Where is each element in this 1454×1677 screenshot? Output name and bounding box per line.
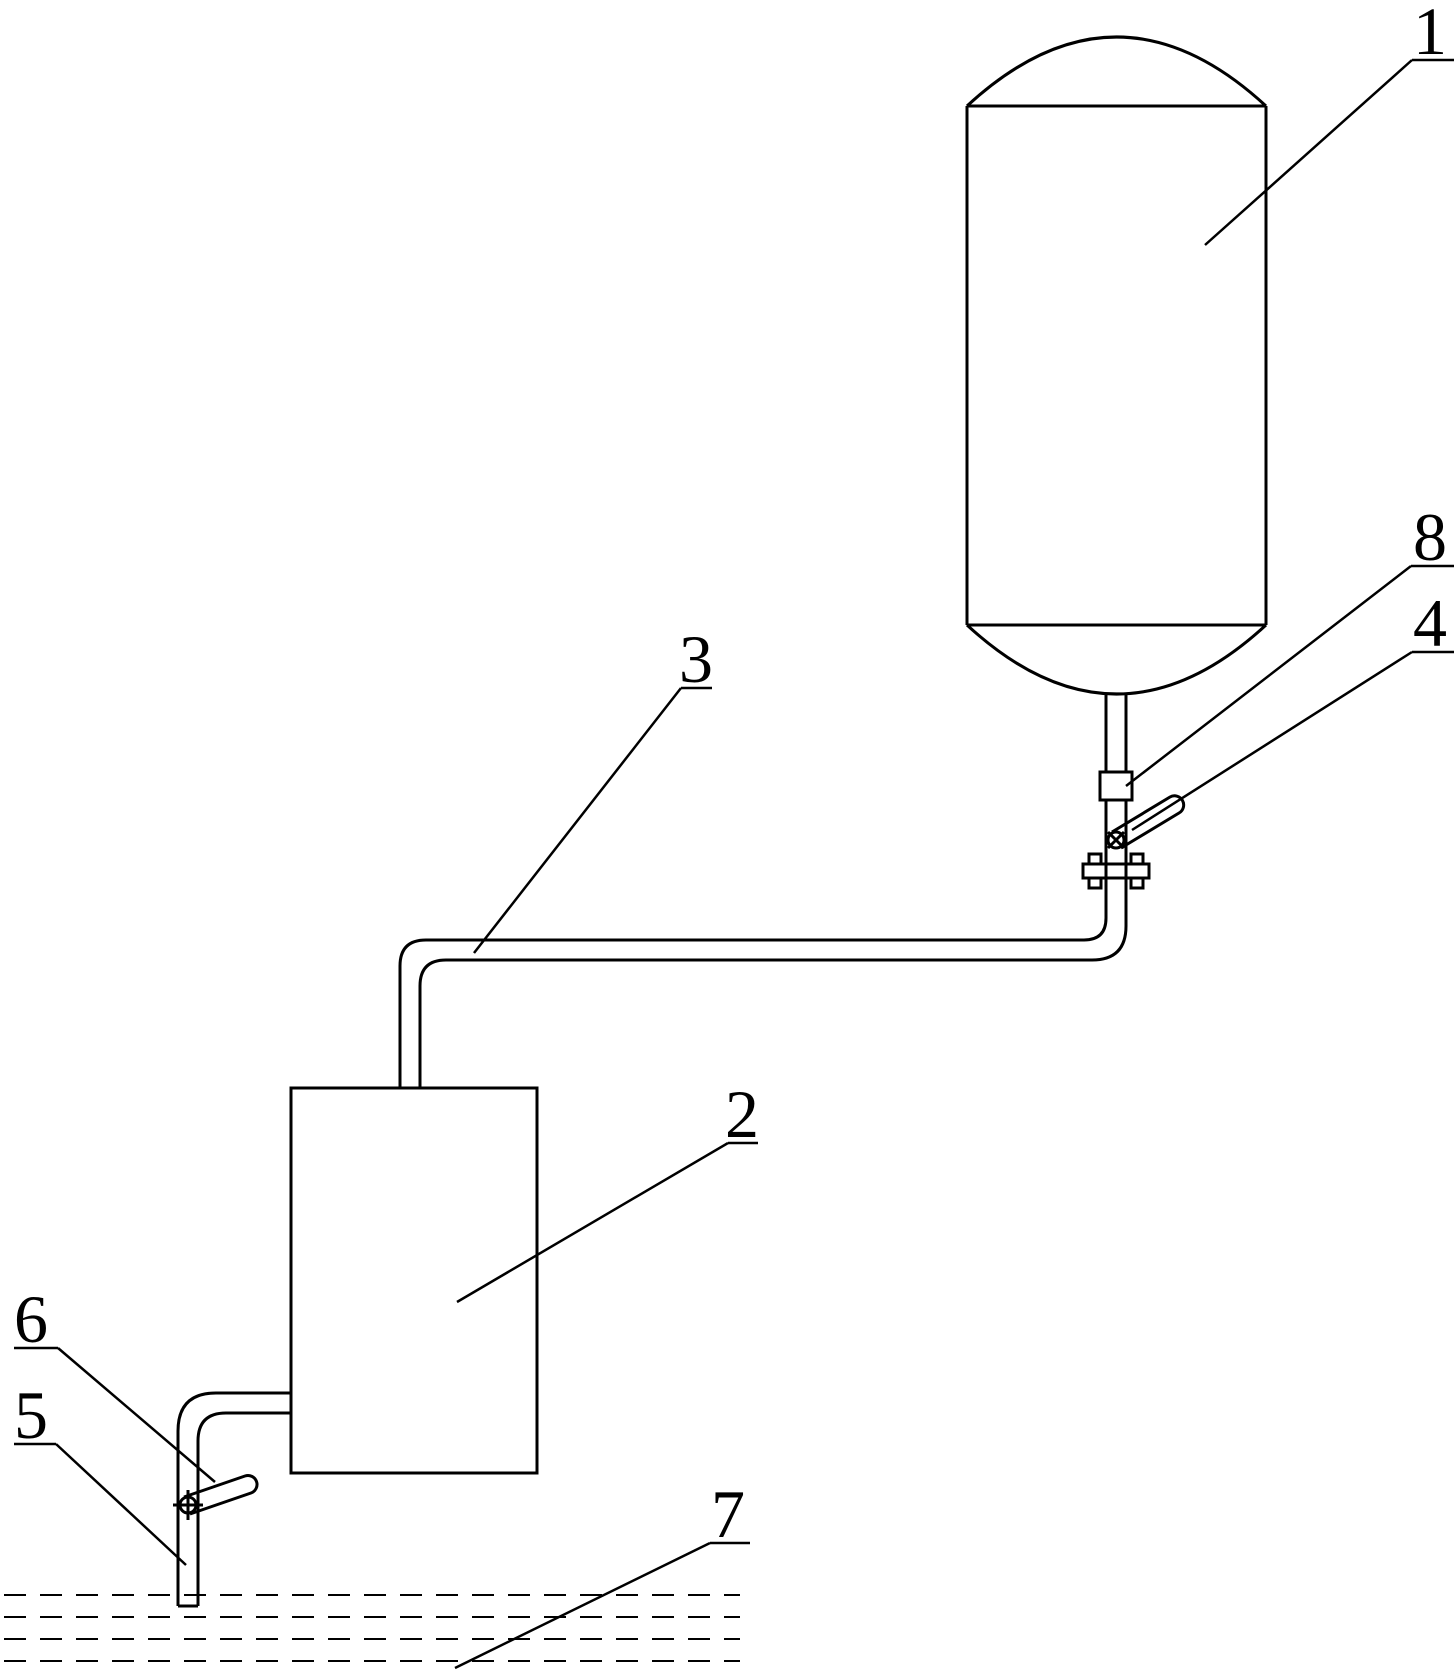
flange [1081,852,1151,890]
callout-6: 6 [14,1281,216,1483]
label-1: 1 [1413,0,1447,69]
outlet-pipe [176,1391,291,1608]
callout-7: 7 [454,1476,750,1670]
label-4: 4 [1413,585,1447,661]
label-2: 2 [725,1076,759,1152]
callout-1: 1 [1204,0,1454,246]
connecting-pipe [398,905,1128,1088]
tank-outlet-pipe [1104,694,1128,905]
upper-valve [1106,794,1186,850]
tank [965,35,1268,696]
lower-valve [173,1474,259,1520]
label-5: 5 [14,1377,48,1453]
label-7: 7 [711,1476,745,1552]
callout-5: 5 [14,1377,187,1566]
label-6: 6 [14,1281,48,1357]
callout-4: 4 [1131,585,1454,832]
callout-2: 2 [456,1076,759,1304]
label-8: 8 [1413,499,1447,575]
callout-8: 8 [1125,499,1454,787]
label-3: 3 [679,621,713,697]
fitting [1098,770,1134,802]
callout-3: 3 [473,621,713,954]
chamber [289,1086,539,1475]
liquid [4,1594,740,1662]
